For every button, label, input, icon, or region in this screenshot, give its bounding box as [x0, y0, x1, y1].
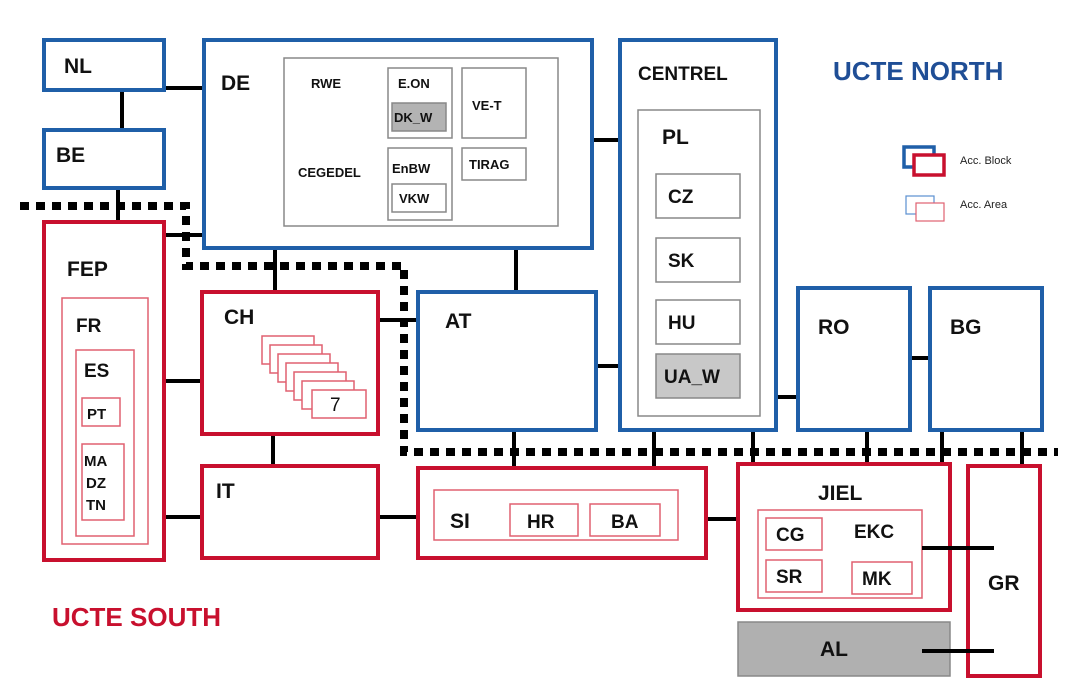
area-cg	[765, 517, 823, 551]
block-bg	[928, 286, 1044, 432]
label-nl: NL	[64, 55, 92, 78]
label-fep: FEP	[67, 258, 108, 281]
label-pt: PT	[87, 406, 106, 423]
block-it	[200, 464, 380, 560]
label-hr: HR	[527, 512, 555, 533]
label-rwe: RWE	[311, 76, 341, 91]
area-mk	[851, 561, 913, 595]
block-at	[416, 290, 598, 432]
area-vkw	[391, 183, 447, 213]
area-dk-w	[391, 102, 447, 132]
label-ba: BA	[611, 512, 639, 533]
label-it: IT	[216, 480, 235, 503]
area-pt	[81, 397, 121, 427]
label-al: AL	[820, 638, 848, 661]
area-hr	[509, 503, 579, 537]
block-nl	[42, 38, 166, 92]
legend-area-icon-red	[915, 202, 945, 222]
label-be: BE	[56, 144, 85, 167]
label-centrel: CENTREL	[638, 64, 728, 85]
label-eon: E.ON	[398, 76, 430, 91]
label-ua-w: UA_W	[664, 367, 720, 388]
area-hu	[655, 299, 741, 345]
label-tirag: TIRAG	[469, 157, 509, 172]
label-enbw: EnBW	[392, 161, 431, 176]
legend-area-label: Acc. Area	[960, 199, 1008, 211]
label-es: ES	[84, 361, 109, 382]
label-cegedel: CEGEDEL	[298, 165, 361, 180]
label-de: DE	[221, 72, 250, 95]
label-dz: DZ	[86, 475, 106, 492]
label-ve-t: VE-T	[472, 98, 502, 113]
label-cz: CZ	[668, 187, 694, 208]
area-ba	[589, 503, 661, 537]
label-ma: MA	[84, 453, 107, 470]
label-vkw: VKW	[399, 191, 430, 206]
label-pl: PL	[662, 126, 689, 149]
label-at: AT	[445, 310, 472, 333]
label-bg: BG	[950, 316, 982, 339]
interconnection-overlay	[922, 546, 994, 653]
label-ch-stack-count: 7	[330, 395, 341, 416]
area-cz	[655, 173, 741, 219]
label-ro: RO	[818, 316, 850, 339]
area-tirag	[461, 147, 527, 181]
block-ro	[796, 286, 912, 432]
label-si: SI	[450, 510, 470, 533]
area-sk	[655, 237, 741, 283]
block-gr	[966, 464, 1042, 678]
area-ma-dz-tn	[81, 443, 125, 521]
area-ua-w	[655, 353, 741, 399]
title-ucte-north: UCTE NORTH	[833, 56, 1003, 86]
label-sr: SR	[776, 567, 803, 588]
legend-block-label: Acc. Block	[960, 155, 1012, 167]
label-hu: HU	[668, 313, 695, 334]
label-cg: CG	[776, 525, 805, 546]
label-tn: TN	[86, 497, 106, 514]
legend-block-icon-red	[912, 153, 946, 177]
label-jiel: JIEL	[818, 482, 863, 505]
block-be	[42, 128, 166, 190]
label-ch: CH	[224, 306, 254, 329]
label-mk: MK	[862, 569, 892, 590]
title-ucte-south: UCTE SOUTH	[52, 602, 221, 632]
label-sk: SK	[668, 251, 695, 272]
label-dk-w: DK_W	[394, 110, 433, 125]
label-gr: GR	[988, 572, 1020, 595]
ch-area-stack	[261, 335, 367, 419]
area-ve-t	[461, 67, 527, 139]
label-fr: FR	[76, 316, 102, 337]
area-sr	[765, 559, 823, 593]
block-al	[737, 621, 951, 677]
legend: Acc. Block Acc. Area	[902, 145, 1012, 222]
label-ekc: EKC	[854, 522, 894, 543]
